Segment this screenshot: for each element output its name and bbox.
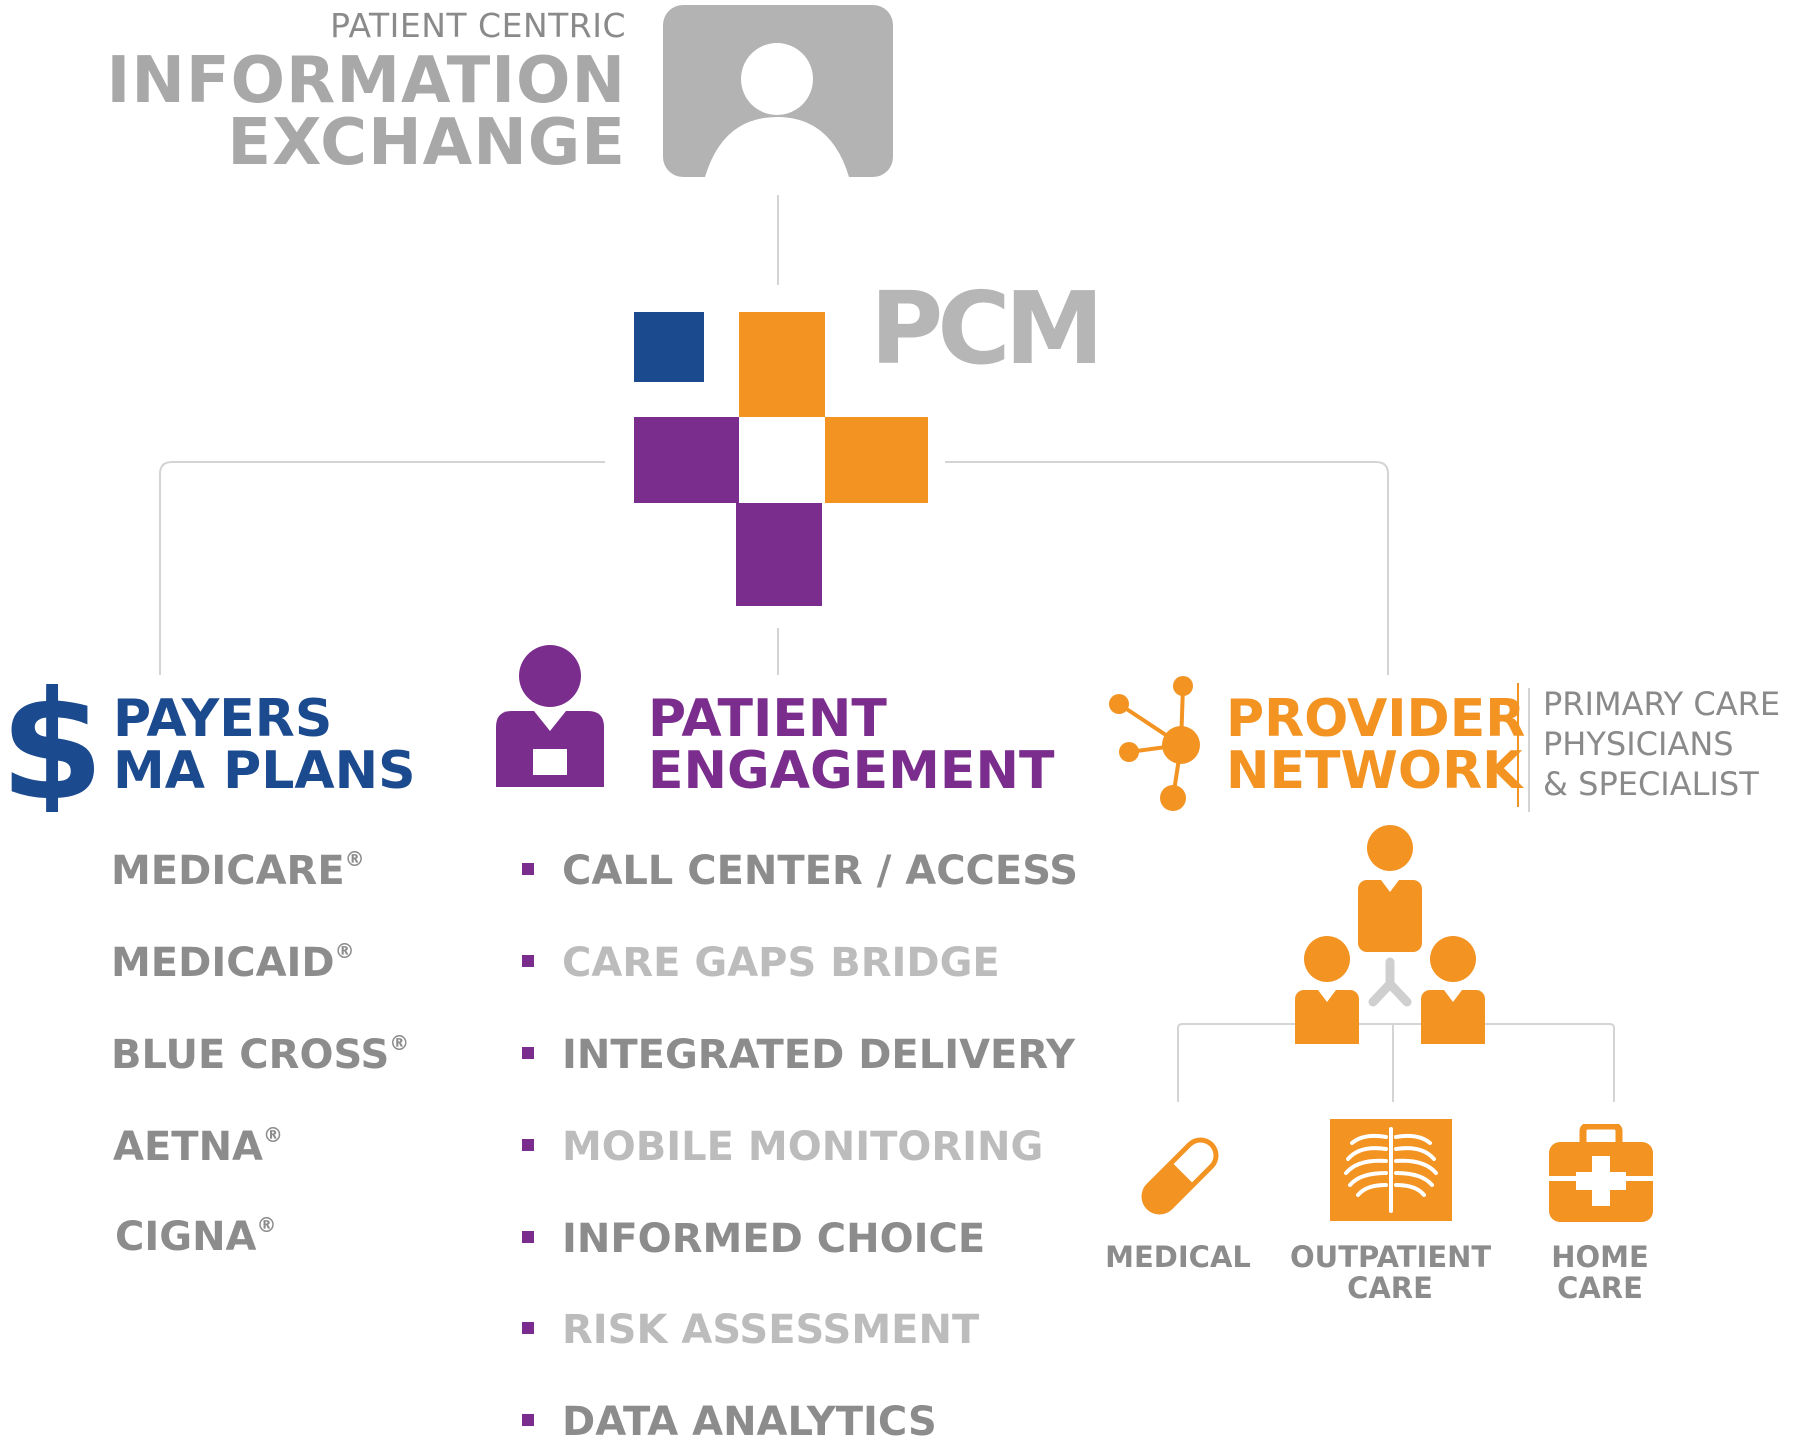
header-subtitle: PATIENT CENTRIC: [330, 6, 626, 45]
engagement-item: DATA ANALYTICS: [522, 1399, 937, 1445]
bullet-icon: [522, 863, 534, 875]
network-nodes-icon: [1109, 676, 1200, 811]
pill-capsule-icon: [1141, 1137, 1219, 1215]
bullet-icon: [522, 1414, 534, 1426]
provider-sub-line3: & SPECIALIST: [1543, 765, 1759, 803]
care-label-outpatient: OUTPATIENT CARE: [1290, 1240, 1492, 1305]
payer-item: MEDICARE®: [111, 846, 365, 894]
engagement-item: CARE GAPS BRIDGE: [522, 940, 1000, 986]
dollar-sign-icon: $: [4, 672, 100, 812]
engagement-item: INFORMED CHOICE: [522, 1216, 985, 1262]
header-title-line2: EXCHANGE: [227, 106, 626, 180]
bullet-icon: [522, 1231, 534, 1243]
engagement-title-line1: PATIENT: [648, 689, 887, 749]
provider-title-line2: NETWORK: [1226, 741, 1523, 801]
engagement-title-line2: ENGAGEMENT: [648, 741, 1055, 801]
bullet-icon: [522, 1139, 534, 1151]
pcm-logo-text: PCM: [870, 270, 1104, 387]
provider-subtitle: PRIMARY CARE PHYSICIANS & SPECIALIST: [1543, 684, 1780, 804]
provider-sub-line2: PHYSICIANS: [1543, 725, 1734, 763]
provider-title-line1: PROVIDER: [1226, 689, 1526, 749]
engagement-item: INTEGRATED DELIVERY: [522, 1032, 1075, 1078]
payers-title-line2: MA PLANS: [113, 741, 416, 801]
svg-text:$: $: [4, 672, 100, 812]
engagement-item: RISK ASSESSMENT: [522, 1307, 979, 1353]
provider-title: PROVIDER NETWORK: [1226, 693, 1525, 797]
patient-avatar-icon: [663, 5, 893, 177]
engagement-item: MOBILE MONITORING: [522, 1124, 1043, 1170]
payer-item: CIGNA®: [115, 1212, 277, 1260]
payer-item: BLUE CROSS®: [111, 1030, 410, 1078]
care-label-medical: MEDICAL: [1105, 1240, 1251, 1274]
bullet-icon: [522, 1047, 534, 1059]
engagement-item: CALL CENTER / ACCESS: [522, 848, 1078, 894]
patient-person-icon: [496, 645, 604, 787]
payers-title: PAYERS MA PLANS: [113, 693, 416, 797]
first-aid-kit-icon: [1549, 1124, 1653, 1222]
care-label-home: HOME CARE: [1551, 1240, 1649, 1305]
payers-title-line1: PAYERS: [113, 689, 333, 749]
payer-item: MEDICAID®: [111, 938, 355, 986]
bullet-icon: [522, 955, 534, 967]
provider-sub-line1: PRIMARY CARE: [1543, 685, 1781, 723]
physicians-group-icon: [1295, 825, 1485, 1044]
xray-ribcage-icon: [1330, 1119, 1452, 1221]
provider-divider: [1517, 683, 1519, 807]
bullet-icon: [522, 1322, 534, 1334]
engagement-title: PATIENT ENGAGEMENT: [648, 693, 1054, 797]
header-title-line1: INFORMATION: [106, 44, 626, 118]
payer-item: AETNA®: [113, 1122, 283, 1170]
pcm-cross-logo-icon: [634, 312, 928, 606]
